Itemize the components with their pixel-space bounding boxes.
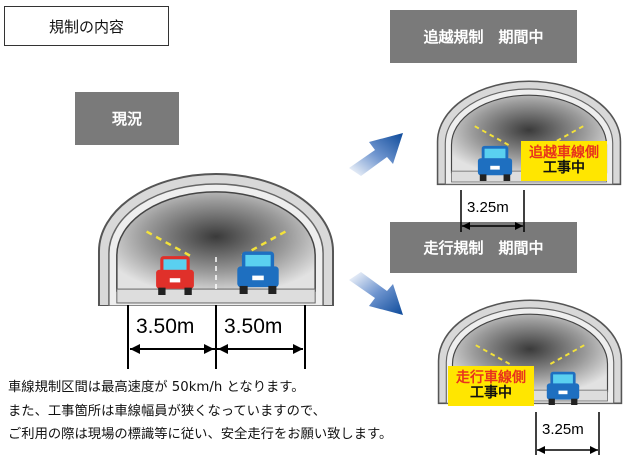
blue-car-icon xyxy=(545,367,581,407)
driving-dimension-lines xyxy=(535,412,600,455)
current-dimension-lines xyxy=(127,305,306,369)
red-car-icon xyxy=(152,253,198,295)
right-lane-width: 3.50m xyxy=(224,315,283,338)
construction-sign-passing-lane: 追越車線側 工事中 xyxy=(521,141,607,181)
notice-line: また、工事箇所は車線幅員が狭くなっていますので、 xyxy=(8,403,326,419)
driving-restriction-label: 走行規制 期間中 xyxy=(390,222,577,273)
arrow-up-right-icon xyxy=(349,133,403,176)
blue-car-icon xyxy=(476,142,514,182)
left-lane-width: 3.50m xyxy=(136,315,195,338)
passing-restriction-label: 追越規制 期間中 xyxy=(390,10,577,63)
current-tunnel-illustration xyxy=(97,172,335,306)
arrow-down-right-icon xyxy=(349,272,403,315)
sign-line2: 工事中 xyxy=(543,160,585,176)
blue-car-icon xyxy=(235,247,281,295)
construction-sign-driving-lane: 走行車線側 工事中 xyxy=(448,366,534,406)
sign-line1: 走行車線側 xyxy=(456,369,526,386)
sign-line1: 追越車線側 xyxy=(529,144,599,161)
notice-line: 車線規制区間は最高速度が 50km/h となります。 xyxy=(8,380,305,395)
notice-line: ご利用の際は現場の標識等に従い、安全走行をお願い致します。 xyxy=(8,427,393,442)
section-title: 規制の内容 xyxy=(4,6,169,46)
driving-lane-width: 3.25m xyxy=(542,421,584,438)
sign-line2: 工事中 xyxy=(470,385,512,401)
passing-lane-width: 3.25m xyxy=(467,199,509,216)
notice-text: 車線規制区間は最高速度が 50km/h となります。 また、工事箇所は車線幅員が… xyxy=(8,376,392,447)
current-label: 現況 xyxy=(75,92,179,145)
passing-dimension-lines xyxy=(460,190,525,232)
